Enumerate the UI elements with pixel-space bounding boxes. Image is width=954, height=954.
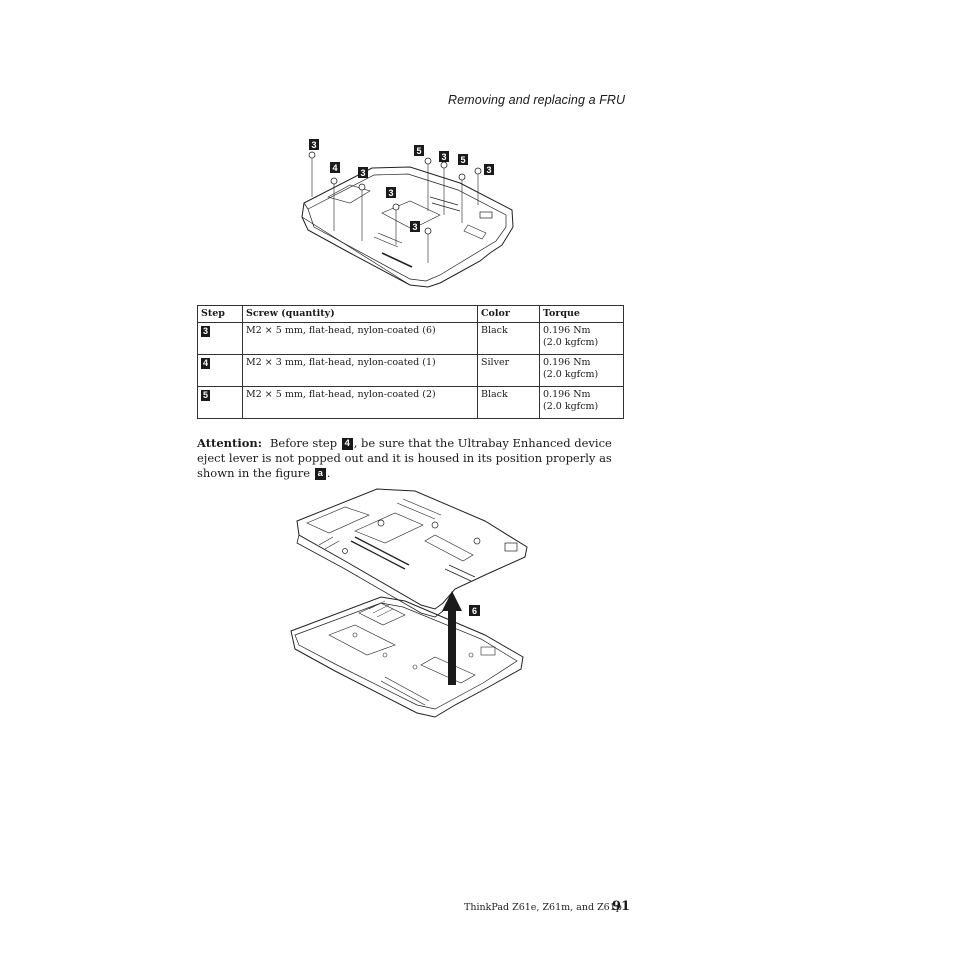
footer-product-name: ThinkPad Z61e, Z61m, and Z61p xyxy=(464,902,622,913)
torque-kgfcm: (2.0 kgfcm) xyxy=(543,337,599,348)
figure1-callouts: 3 4 3 3 5 3 5 3 3 xyxy=(309,139,494,232)
callout-box xyxy=(439,151,449,162)
table-row: 5 M2 × 5 mm, flat-head, nylon-coated (2)… xyxy=(197,386,624,419)
callout-box xyxy=(410,221,420,232)
torque-kgfcm: (2.0 kgfcm) xyxy=(543,401,599,412)
torque-kgfcm: (2.0 kgfcm) xyxy=(543,369,599,380)
cell-color: Black xyxy=(477,322,540,355)
cell-torque: 0.196 Nm(2.0 kgfcm) xyxy=(539,354,624,387)
cell-screw: M2 × 5 mm, flat-head, nylon-coated (2) xyxy=(242,386,478,419)
step-badge: 3 xyxy=(201,326,210,337)
cell-color: Silver xyxy=(477,354,540,387)
base-cover-outline xyxy=(301,166,514,288)
step-badge: 4 xyxy=(201,358,210,369)
callout-label: 3 xyxy=(388,188,393,198)
callout-label: 3 xyxy=(360,168,365,178)
cell-step: 3 xyxy=(197,322,243,355)
callout-box xyxy=(484,164,494,175)
table-row: 4 M2 × 3 mm, flat-head, nylon-coated (1)… xyxy=(197,354,624,387)
system-board-drawing xyxy=(296,488,528,618)
screw-spec-table: Step Screw (quantity) Color Torque 3 M2 … xyxy=(197,305,624,419)
step-badge: 5 xyxy=(201,390,210,401)
table-header-row: Step Screw (quantity) Color Torque xyxy=(197,305,624,323)
column-header-screw: Screw (quantity) xyxy=(242,305,478,323)
cell-color: Black xyxy=(477,386,540,419)
cell-screw: M2 × 3 mm, flat-head, nylon-coated (1) xyxy=(242,354,478,387)
callout-label: 3 xyxy=(441,152,446,162)
callout-label: 3 xyxy=(486,165,491,175)
callout-label: 4 xyxy=(332,163,337,173)
cell-step: 4 xyxy=(197,354,243,387)
base-cover-drawing xyxy=(290,596,524,718)
callout-box xyxy=(386,187,396,198)
callout-label: 6 xyxy=(472,606,477,616)
figure-lift-system-board: 6 xyxy=(285,485,535,725)
callout-box xyxy=(458,154,468,165)
lift-arrow-icon xyxy=(442,591,462,685)
cell-torque: 0.196 Nm(2.0 kgfcm) xyxy=(539,322,624,355)
attention-text: . xyxy=(326,466,331,480)
attention-note: Attention: Before step 4, be sure that th… xyxy=(197,436,627,481)
cell-step: 5 xyxy=(197,386,243,419)
torque-nm: 0.196 Nm xyxy=(543,357,591,368)
callout-label: 5 xyxy=(460,155,465,165)
callout-box xyxy=(330,162,340,173)
running-head: Removing and replacing a FRU xyxy=(448,93,626,107)
callout-box xyxy=(309,139,319,150)
torque-nm: 0.196 Nm xyxy=(543,389,591,400)
table-row: 3 M2 × 5 mm, flat-head, nylon-coated (6)… xyxy=(197,322,624,355)
column-header-color: Color xyxy=(477,305,540,323)
callout-box xyxy=(358,167,368,178)
column-header-step: Step xyxy=(197,305,243,323)
cell-torque: 0.196 Nm(2.0 kgfcm) xyxy=(539,386,624,419)
page-number: 91 xyxy=(612,899,631,914)
attention-label: Attention: xyxy=(197,436,262,450)
callout-box xyxy=(414,145,424,156)
step-ref-badge: 4 xyxy=(341,438,353,450)
callout-box xyxy=(469,605,480,616)
callout-label: 3 xyxy=(311,140,316,150)
callout-label: 3 xyxy=(412,222,417,232)
column-header-torque: Torque xyxy=(539,305,624,323)
figure-bottom-cover-screws: 3 4 3 3 5 3 5 3 3 xyxy=(290,135,530,295)
cell-screw: M2 × 5 mm, flat-head, nylon-coated (6) xyxy=(242,322,478,355)
attention-text: , be sure that the Ultrabay Enhanced dev… xyxy=(197,436,612,480)
attention-text: Before step xyxy=(269,436,338,450)
figure-ref-badge: a xyxy=(314,468,326,480)
callout-label: 5 xyxy=(416,146,421,156)
torque-nm: 0.196 Nm xyxy=(543,325,591,336)
screw-icon xyxy=(311,155,479,263)
